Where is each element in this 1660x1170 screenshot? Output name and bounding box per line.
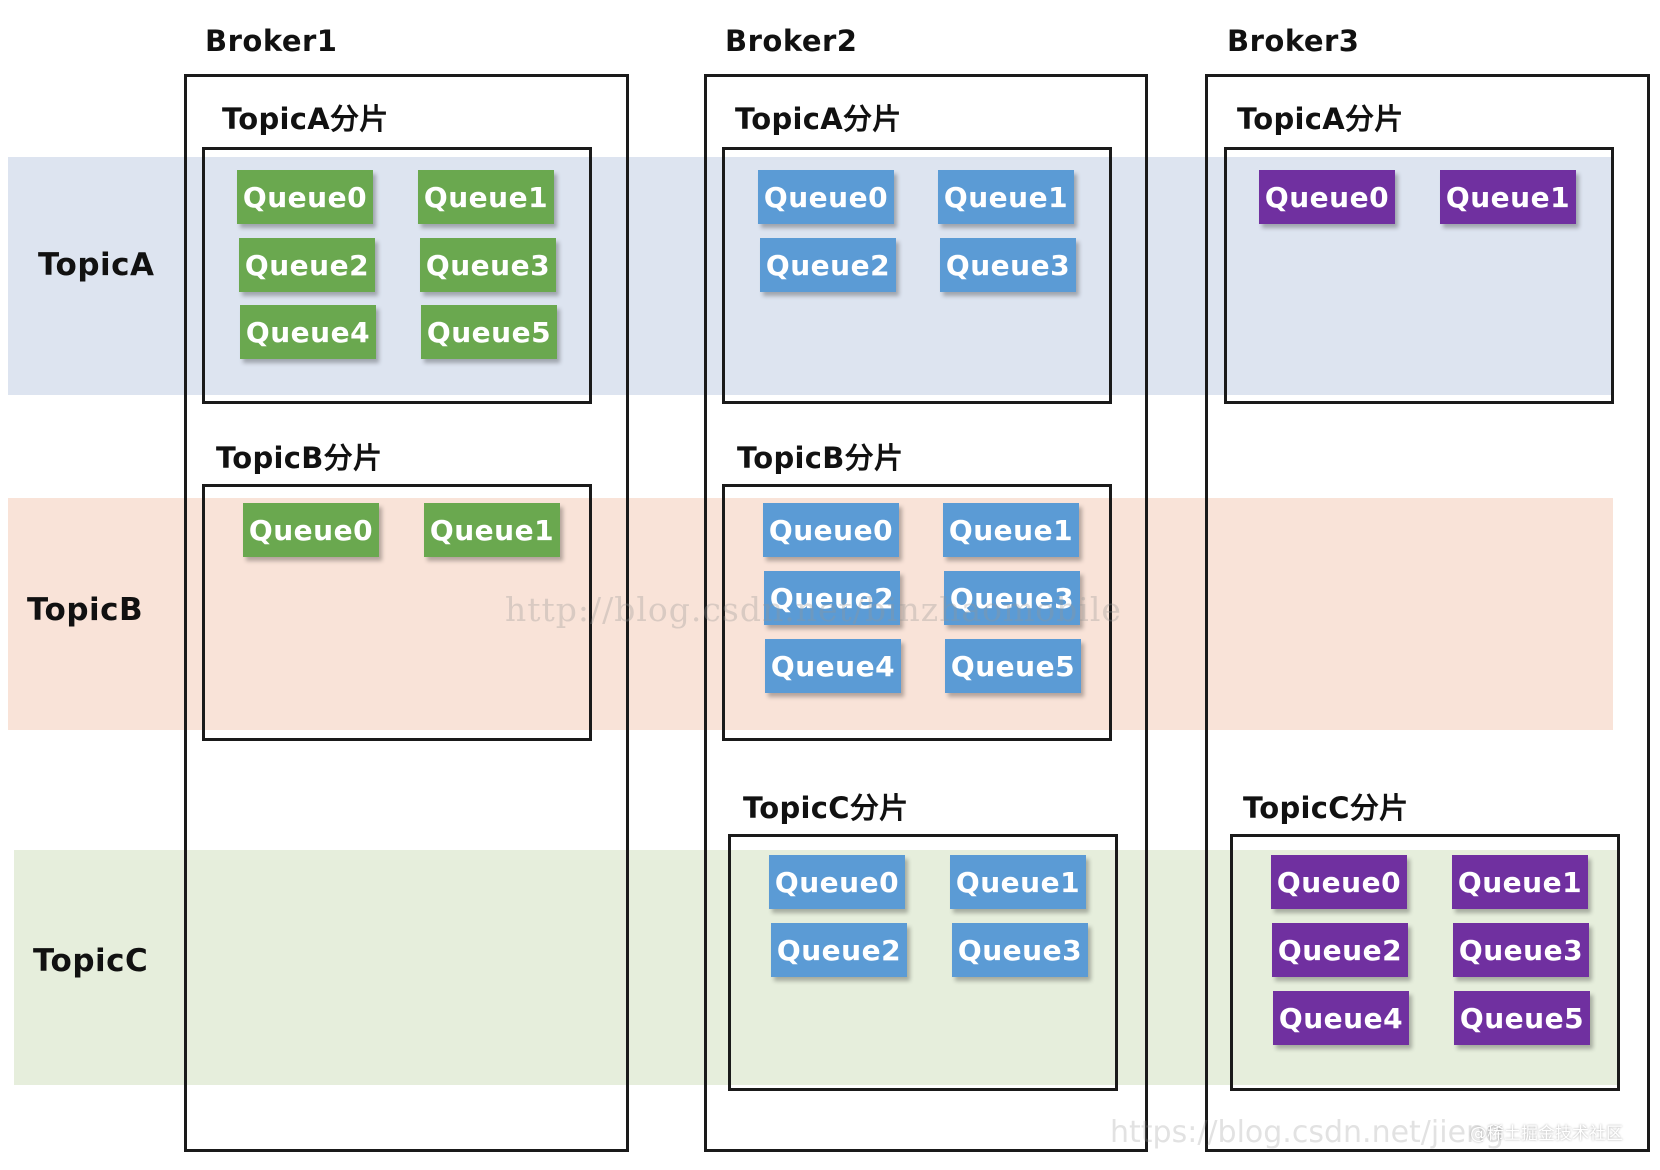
broker2-box	[704, 74, 1148, 1152]
center-watermark: http://blog.csdn.net/binzhaomobile	[505, 590, 1122, 629]
broker1-topic-a-queue1: Queue1	[418, 170, 554, 224]
broker1-topic-b-shard	[202, 484, 592, 741]
broker2-topic-b-shard	[722, 484, 1112, 741]
broker1-topic-a-queue3: Queue3	[420, 238, 556, 292]
broker2-topic-a-shard	[722, 147, 1112, 404]
broker3-topic-a-queue1: Queue1	[1440, 170, 1576, 224]
broker3-topic-a-shard-label: TopicA分片	[1237, 102, 1404, 136]
row-label-topic-c: TopicC	[33, 943, 149, 979]
broker3-topic-c-queue2: Queue2	[1272, 923, 1408, 977]
broker2-topic-b-queue1: Queue1	[943, 503, 1079, 557]
broker3-topic-c-shard	[1230, 834, 1620, 1091]
broker1-topic-a-queue2: Queue2	[239, 238, 375, 292]
row-label-topic-a: TopicA	[38, 247, 155, 283]
broker2-topic-c-shard	[728, 834, 1118, 1091]
row-label-topic-b: TopicB	[27, 592, 144, 628]
broker1-title: Broker1	[205, 24, 338, 58]
broker2-topic-b-queue4: Queue4	[765, 639, 901, 693]
broker2-topic-c-queue0: Queue0	[769, 855, 905, 909]
broker3-topic-a-queue0: Queue0	[1259, 170, 1395, 224]
broker2-topic-b-queue3: Queue3	[944, 571, 1080, 625]
broker2-topic-c-queue3: Queue3	[952, 923, 1088, 977]
broker2-topic-a-queue2: Queue2	[760, 238, 896, 292]
broker1-topic-a-queue0: Queue0	[237, 170, 373, 224]
broker2-topic-c-shard-label: TopicC分片	[743, 791, 909, 825]
broker2-title: Broker2	[725, 24, 858, 58]
broker3-topic-c-queue1: Queue1	[1452, 855, 1588, 909]
broker3-box	[1205, 74, 1650, 1152]
broker2-topic-a-queue0: Queue0	[758, 170, 894, 224]
broker2-topic-b-queue2: Queue2	[764, 571, 900, 625]
broker1-topic-b-shard-label: TopicB分片	[216, 441, 383, 475]
community-credit: @稀土掘金技术社区	[1470, 1124, 1623, 1144]
broker2-topic-a-queue3: Queue3	[940, 238, 1076, 292]
broker2-topic-a-shard-label: TopicA分片	[735, 102, 902, 136]
broker1-topic-b-queue1: Queue1	[424, 503, 560, 557]
broker3-topic-c-queue4: Queue4	[1273, 991, 1409, 1045]
broker3-topic-c-queue5: Queue5	[1454, 991, 1590, 1045]
bottom-watermark: https://blog.csdn.net/jieng	[1110, 1115, 1505, 1150]
broker2-topic-b-queue5: Queue5	[945, 639, 1081, 693]
broker1-topic-a-queue4: Queue4	[240, 305, 376, 359]
broker3-topic-a-shard	[1224, 147, 1614, 404]
broker3-topic-c-shard-label: TopicC分片	[1243, 791, 1409, 825]
broker3-topic-c-queue0: Queue0	[1271, 855, 1407, 909]
broker3-topic-c-queue3: Queue3	[1453, 923, 1589, 977]
broker1-topic-a-queue5: Queue5	[421, 305, 557, 359]
broker1-topic-b-queue0: Queue0	[243, 503, 379, 557]
broker2-topic-b-queue0: Queue0	[763, 503, 899, 557]
broker2-topic-a-queue1: Queue1	[938, 170, 1074, 224]
broker2-topic-c-queue2: Queue2	[771, 923, 907, 977]
broker1-box	[184, 74, 629, 1152]
broker3-title: Broker3	[1227, 24, 1360, 58]
broker2-topic-b-shard-label: TopicB分片	[737, 441, 904, 475]
broker1-topic-a-shard	[202, 147, 592, 404]
broker2-topic-c-queue1: Queue1	[950, 855, 1086, 909]
broker1-topic-a-shard-label: TopicA分片	[222, 102, 389, 136]
